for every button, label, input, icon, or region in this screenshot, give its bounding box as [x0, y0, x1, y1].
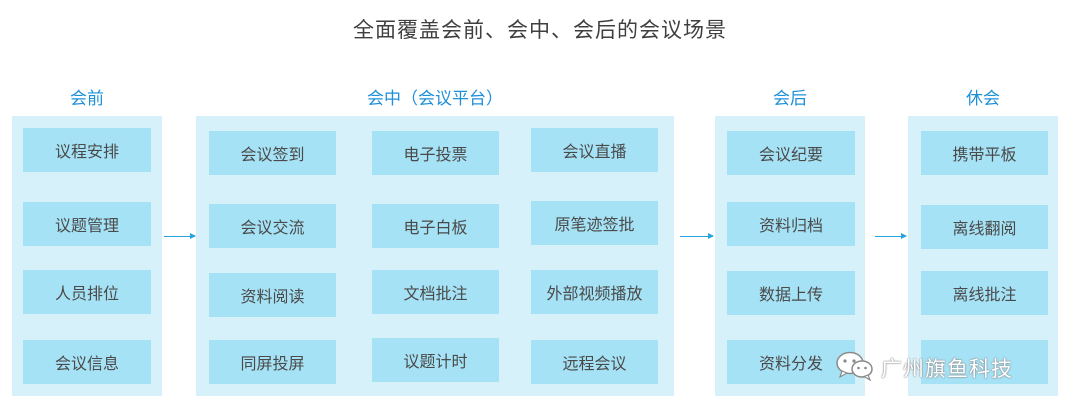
column-heading-during: 会中（会议平台） [367, 89, 503, 109]
during-item: 资料阅读 [209, 273, 336, 317]
after-item: 数据上传 [727, 271, 855, 315]
recess-item-empty [921, 340, 1048, 384]
during-item: 文档批注 [372, 270, 499, 314]
column-heading-recess: 休会 [966, 89, 1000, 109]
before-item: 会议信息 [23, 340, 151, 384]
watermark-text: 广州旗鱼科技 [881, 357, 1013, 381]
wechat-icon [835, 350, 875, 386]
during-item: 会议签到 [209, 131, 336, 175]
during-item: 同屏投屏 [209, 340, 336, 384]
during-item: 外部视频播放 [531, 270, 658, 314]
recess-item: 离线翻阅 [921, 205, 1048, 249]
arrow-after-to-recess [875, 233, 907, 239]
during-item: 电子白板 [372, 204, 499, 248]
arrow-before-to-during [164, 233, 196, 239]
recess-item: 离线批注 [921, 271, 1048, 315]
arrow-during-to-after [680, 233, 714, 239]
during-item: 会议直播 [531, 128, 658, 172]
before-item: 议程安排 [23, 128, 151, 172]
during-item: 电子投票 [372, 131, 499, 175]
during-item: 远程会议 [531, 340, 658, 384]
during-item: 原笔迹签批 [531, 201, 658, 245]
column-heading-before: 会前 [70, 89, 104, 109]
after-item: 会议纪要 [727, 131, 855, 175]
after-item: 资料分发 [727, 340, 855, 384]
recess-item: 携带平板 [921, 131, 1048, 175]
before-item: 议题管理 [23, 202, 151, 246]
before-item: 人员排位 [23, 270, 151, 314]
during-item: 会议交流 [209, 204, 336, 248]
watermark: 广州旗鱼科技 [835, 351, 1013, 385]
diagram-title: 全面覆盖会前、会中、会后的会议场景 [353, 18, 727, 42]
during-item: 议题计时 [372, 338, 499, 382]
column-heading-after: 会后 [773, 89, 807, 109]
after-item: 资料归档 [727, 202, 855, 246]
